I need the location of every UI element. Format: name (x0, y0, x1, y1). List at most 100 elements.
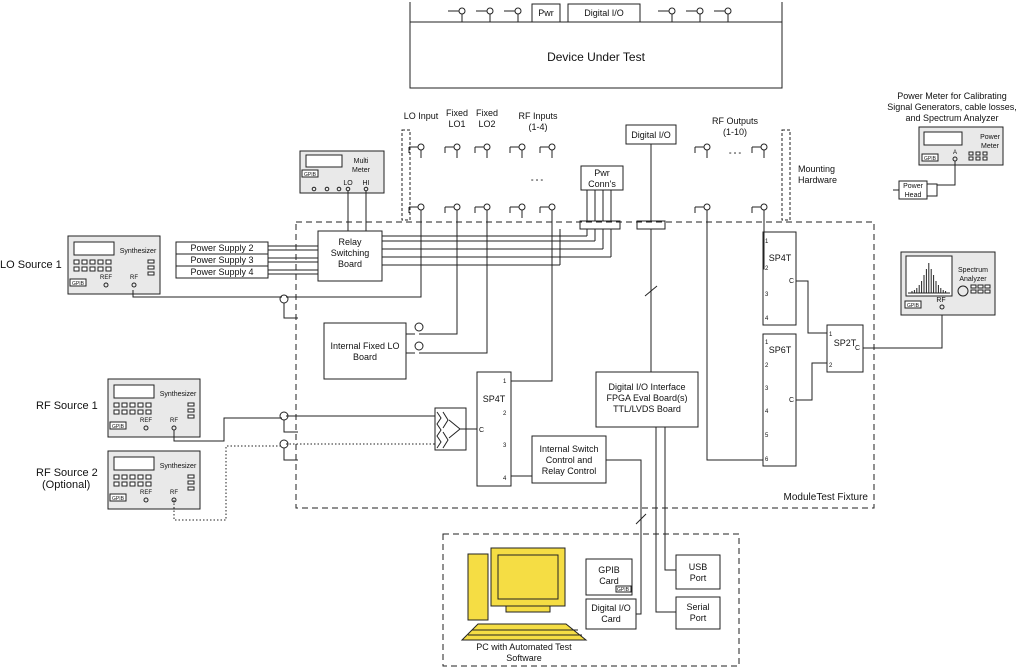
multimeter-hi: HI (363, 180, 370, 187)
sp2t-port-1: 1 (829, 332, 833, 338)
synth-label: Synthesizer (120, 248, 157, 255)
dut-pwr-box (531, 3, 561, 23)
rf-connector-icon (751, 203, 768, 218)
sp6t-port-6: 6 (765, 457, 769, 463)
pc-caption-1: PC with Automated Test (476, 642, 572, 652)
lo-input-label: LO Input (404, 111, 439, 121)
mounting-label-2: Hardware (798, 175, 837, 185)
rf-connector-icon (444, 203, 461, 218)
synth-rf: RF (170, 418, 178, 424)
multimeter-lo: LO (343, 180, 353, 187)
power-meter-label-b: Meter (981, 143, 1000, 150)
sp4t-input-label: SP4T (483, 394, 506, 404)
power-supply-3-label: Power Supply 3 (190, 255, 253, 265)
sp6t-common: C (789, 397, 794, 404)
power-meter-caption-3: and Spectrum Analyzer (905, 113, 998, 123)
lo-source-1-label: LO Source 1 (0, 259, 62, 271)
power-meter-label-a: Power (980, 134, 1001, 141)
synth-ref: REF (100, 275, 112, 281)
sp6t-port-4: 4 (765, 409, 769, 415)
sp2t-label: SP2T (834, 338, 857, 348)
power-meter-port-a: A (953, 150, 957, 156)
gpib-card-tag: GPIB (617, 587, 630, 593)
multimeter-label-b: Meter (352, 167, 371, 174)
synth-label: Synthesizer (160, 391, 197, 398)
fixed-lo1-label-b: LO1 (448, 119, 465, 129)
fixture-label: ModuleTest Fixture (784, 492, 869, 503)
sp4t-output-port-2: 2 (765, 266, 769, 272)
relay-board-line-1: Relay (338, 237, 362, 247)
switch-control-line-1: Internal Switch (539, 444, 598, 454)
rf-connector-icon (694, 143, 711, 158)
synth-gpib: GPIB (112, 424, 125, 430)
fixed-lo-board-line-1: Internal Fixed LO (330, 341, 399, 351)
rf-connector-icon (509, 143, 526, 158)
sp6t-label: SP6T (769, 345, 792, 355)
sp2t-port-2: 2 (829, 363, 833, 369)
rf-connector-icon (539, 203, 556, 218)
fixed-lo-board-line-2: Board (353, 352, 377, 362)
power-head-label-b: Head (905, 192, 922, 199)
rf-inputs-label-a: RF Inputs (518, 111, 558, 121)
rf-connector-icon (539, 143, 556, 158)
sp4t-output-common: C (789, 278, 794, 285)
rf-source-2-label-b: (Optional) (42, 479, 90, 491)
rf-inputs-ellipsis: ° ° ° (531, 178, 543, 186)
dut-pwr-label: Pwr (538, 8, 554, 18)
synth-ref: REF (140, 418, 152, 424)
synth-ref: REF (140, 490, 152, 496)
sp4t-output-port-4: 4 (765, 316, 769, 322)
power-supply-4 (175, 265, 269, 279)
spectrum-gpib: GPIB (907, 303, 920, 309)
sp6t-port-3: 3 (765, 386, 769, 392)
sp4t-output-port-3: 3 (765, 292, 769, 298)
multimeter: Multi Meter GPIB LO HI (299, 150, 385, 231)
mounting-label-1: Mounting (798, 164, 835, 174)
digital-io-interface (595, 371, 699, 428)
serial-port-label-a: Serial (686, 602, 709, 612)
synth-gpib: GPIB (72, 281, 85, 287)
sp4t-input-port-4: 4 (503, 476, 507, 482)
rf-outputs-ellipsis: ° ° ° (729, 151, 741, 159)
fixture-wiring (286, 213, 765, 613)
dut-digital-io-label: Digital I/O (584, 8, 624, 18)
relay-switching-board (317, 230, 383, 282)
relay-board-line-2: Switching (331, 248, 370, 258)
sp2t-common: C (855, 345, 860, 352)
rf-connector-icon (474, 143, 491, 158)
power-meter-caption-2: Signal Generators, cable losses, (887, 102, 1017, 112)
internal-fixed-lo-board (323, 322, 407, 380)
internal-switch-control (531, 435, 607, 484)
switch-control-line-3: Relay Control (542, 466, 597, 476)
digital-interface-line-2: FPGA Eval Board(s) (606, 393, 687, 403)
fixed-lo1-label-a: Fixed (446, 108, 468, 118)
pc-computer: PC with Automated Test Software (460, 547, 588, 663)
serial-port (675, 596, 721, 630)
spectrum-analyzer: Spectrum Analyzer GPIB RF (900, 251, 996, 316)
rf-connector-icon (408, 143, 425, 158)
pwr-conns-label-b: Conn's (588, 179, 616, 189)
serial-port-label-b: Port (690, 613, 707, 623)
sp4t-input-port-1: 1 (503, 379, 507, 385)
pwr-bulkhead (579, 220, 621, 230)
fixture-connectors (408, 143, 768, 218)
sp4t-output-switch (762, 231, 797, 326)
rf-inputs-label-b: (1-4) (528, 122, 547, 132)
power-supplies: Power Supply 2 Power Supply 3 Power Supp… (175, 241, 318, 279)
dut-top-connectors (448, 7, 732, 22)
multimeter-label-a: Multi (354, 158, 369, 165)
power-bus (382, 229, 612, 266)
digital-io-connector-label: Digital I/O (631, 130, 671, 140)
dio-card-label-a: Digital I/O (591, 603, 631, 613)
rf-connector-icon (408, 203, 425, 218)
spectrum-trace (908, 263, 950, 294)
rf-connector-icon (509, 203, 526, 218)
switch-control-line-2: Control and (546, 455, 593, 465)
spectrum-label-a: Spectrum (958, 267, 988, 274)
rf-source-1-label: RF Source 1 (36, 400, 98, 412)
power-meter-gpib: GPIB (924, 156, 937, 162)
